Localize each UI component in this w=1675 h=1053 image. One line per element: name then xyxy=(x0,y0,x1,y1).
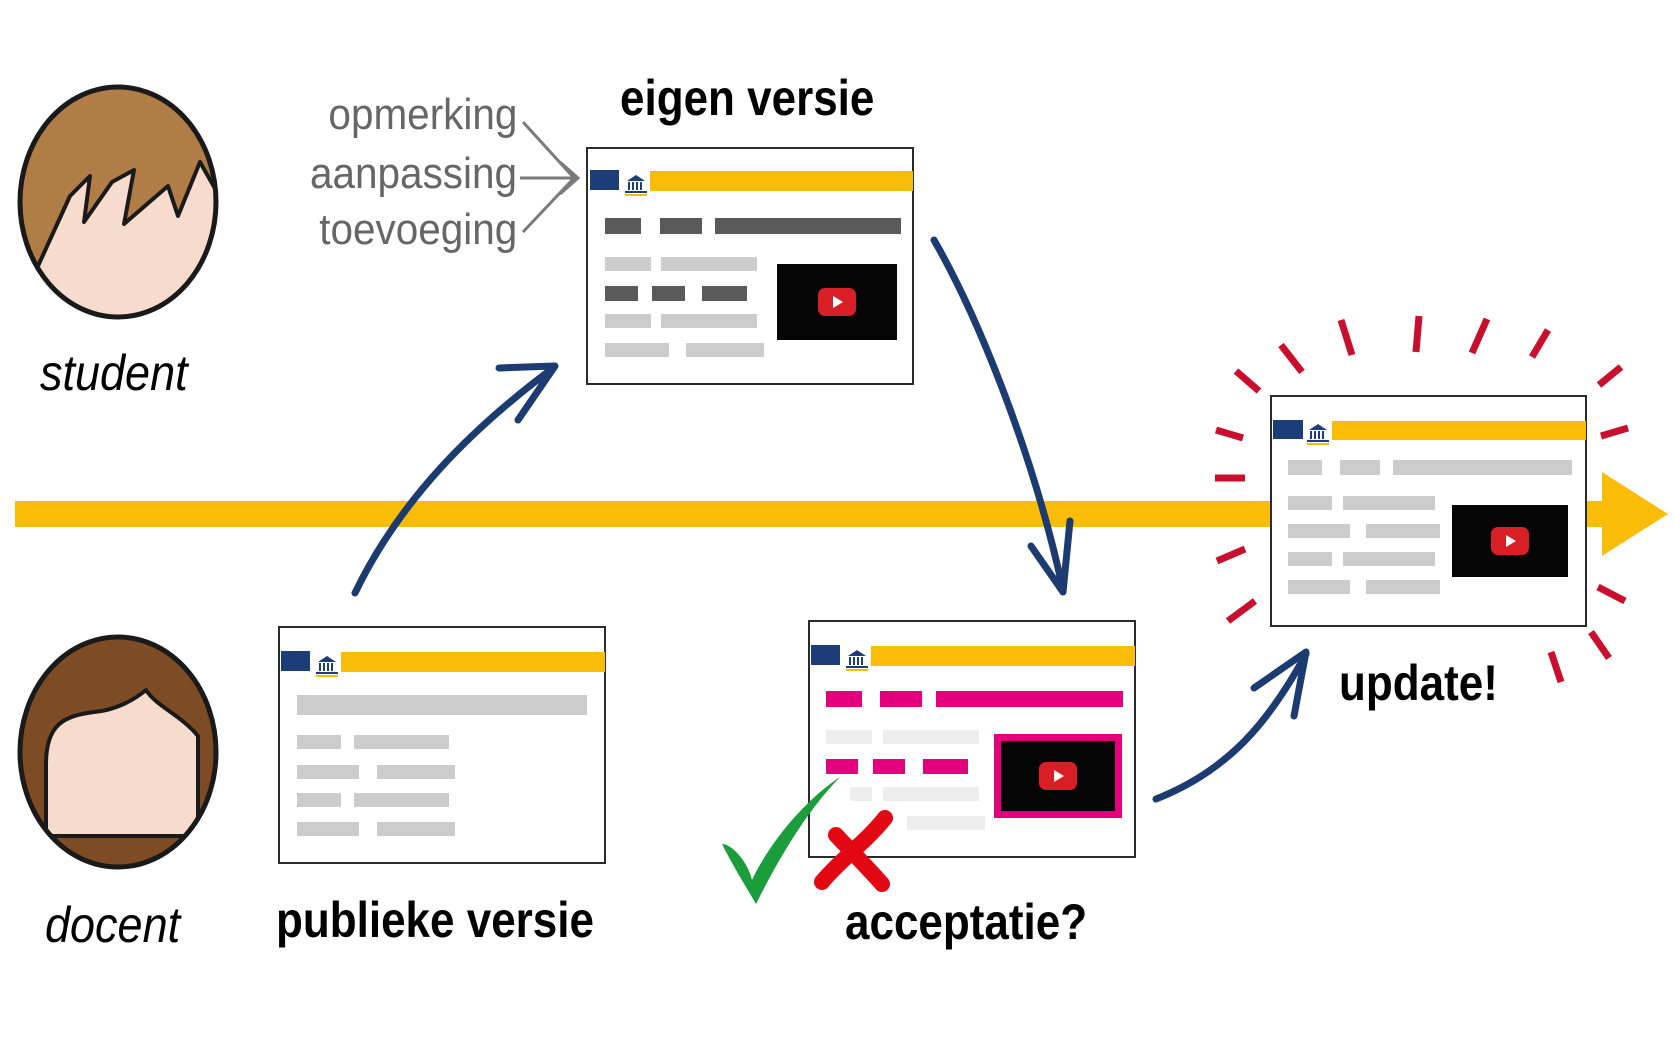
header-navy-block xyxy=(811,645,840,665)
public-version-title: publieke versie xyxy=(276,892,594,948)
update-title: update! xyxy=(1339,655,1498,711)
arrow-own-to-acceptance xyxy=(930,236,1067,594)
header-yellow-bar xyxy=(1332,421,1586,440)
header-yellow-bar xyxy=(871,646,1135,666)
cross-icon xyxy=(814,810,893,892)
building-icon xyxy=(316,656,338,677)
header-yellow-bar xyxy=(650,171,913,191)
building-icon xyxy=(1307,424,1329,445)
input-remark: opmerking xyxy=(327,90,517,139)
checkmark-icon xyxy=(722,777,840,904)
header-navy-block xyxy=(1273,420,1303,439)
update-burst xyxy=(1215,315,1629,684)
light-text-blocks xyxy=(605,257,764,357)
input-addition: toevoeging xyxy=(318,205,517,254)
student-avatar xyxy=(17,84,219,320)
youtube-play-icon xyxy=(1001,741,1115,811)
teacher-avatar xyxy=(17,634,219,870)
acceptance-window xyxy=(808,620,1136,858)
flow-arrows xyxy=(351,236,1310,803)
arrow-acceptance-to-update xyxy=(1152,650,1310,803)
building-icon xyxy=(625,175,647,196)
light-text-blocks xyxy=(297,695,587,836)
dark-text-blocks xyxy=(605,218,901,301)
header-navy-block xyxy=(281,651,310,671)
header-yellow-bar xyxy=(341,652,605,672)
updated-version-window xyxy=(1270,395,1587,627)
own-version-title: eigen versie xyxy=(620,70,875,126)
building-icon xyxy=(846,650,868,671)
acceptance-title: acceptatie? xyxy=(845,894,1088,950)
youtube-play-icon xyxy=(777,264,897,340)
changed-blocks xyxy=(826,691,1123,774)
arrow-public-to-own xyxy=(351,364,557,597)
teacher-label: docent xyxy=(45,897,181,953)
youtube-play-icon xyxy=(1452,505,1568,577)
light-text-blocks xyxy=(1288,460,1572,594)
arrowhead xyxy=(1027,517,1074,596)
arrowhead xyxy=(495,362,559,424)
timeline-arrowhead xyxy=(1602,472,1668,556)
own-version-window xyxy=(586,147,914,385)
header-navy-block xyxy=(590,170,619,190)
arrowhead xyxy=(1250,648,1310,720)
inputs-connector xyxy=(520,120,581,234)
faded-text-blocks xyxy=(826,730,985,830)
public-version-window xyxy=(278,626,606,864)
input-adjustment: aanpassing xyxy=(309,149,517,198)
student-label: student xyxy=(40,345,188,401)
